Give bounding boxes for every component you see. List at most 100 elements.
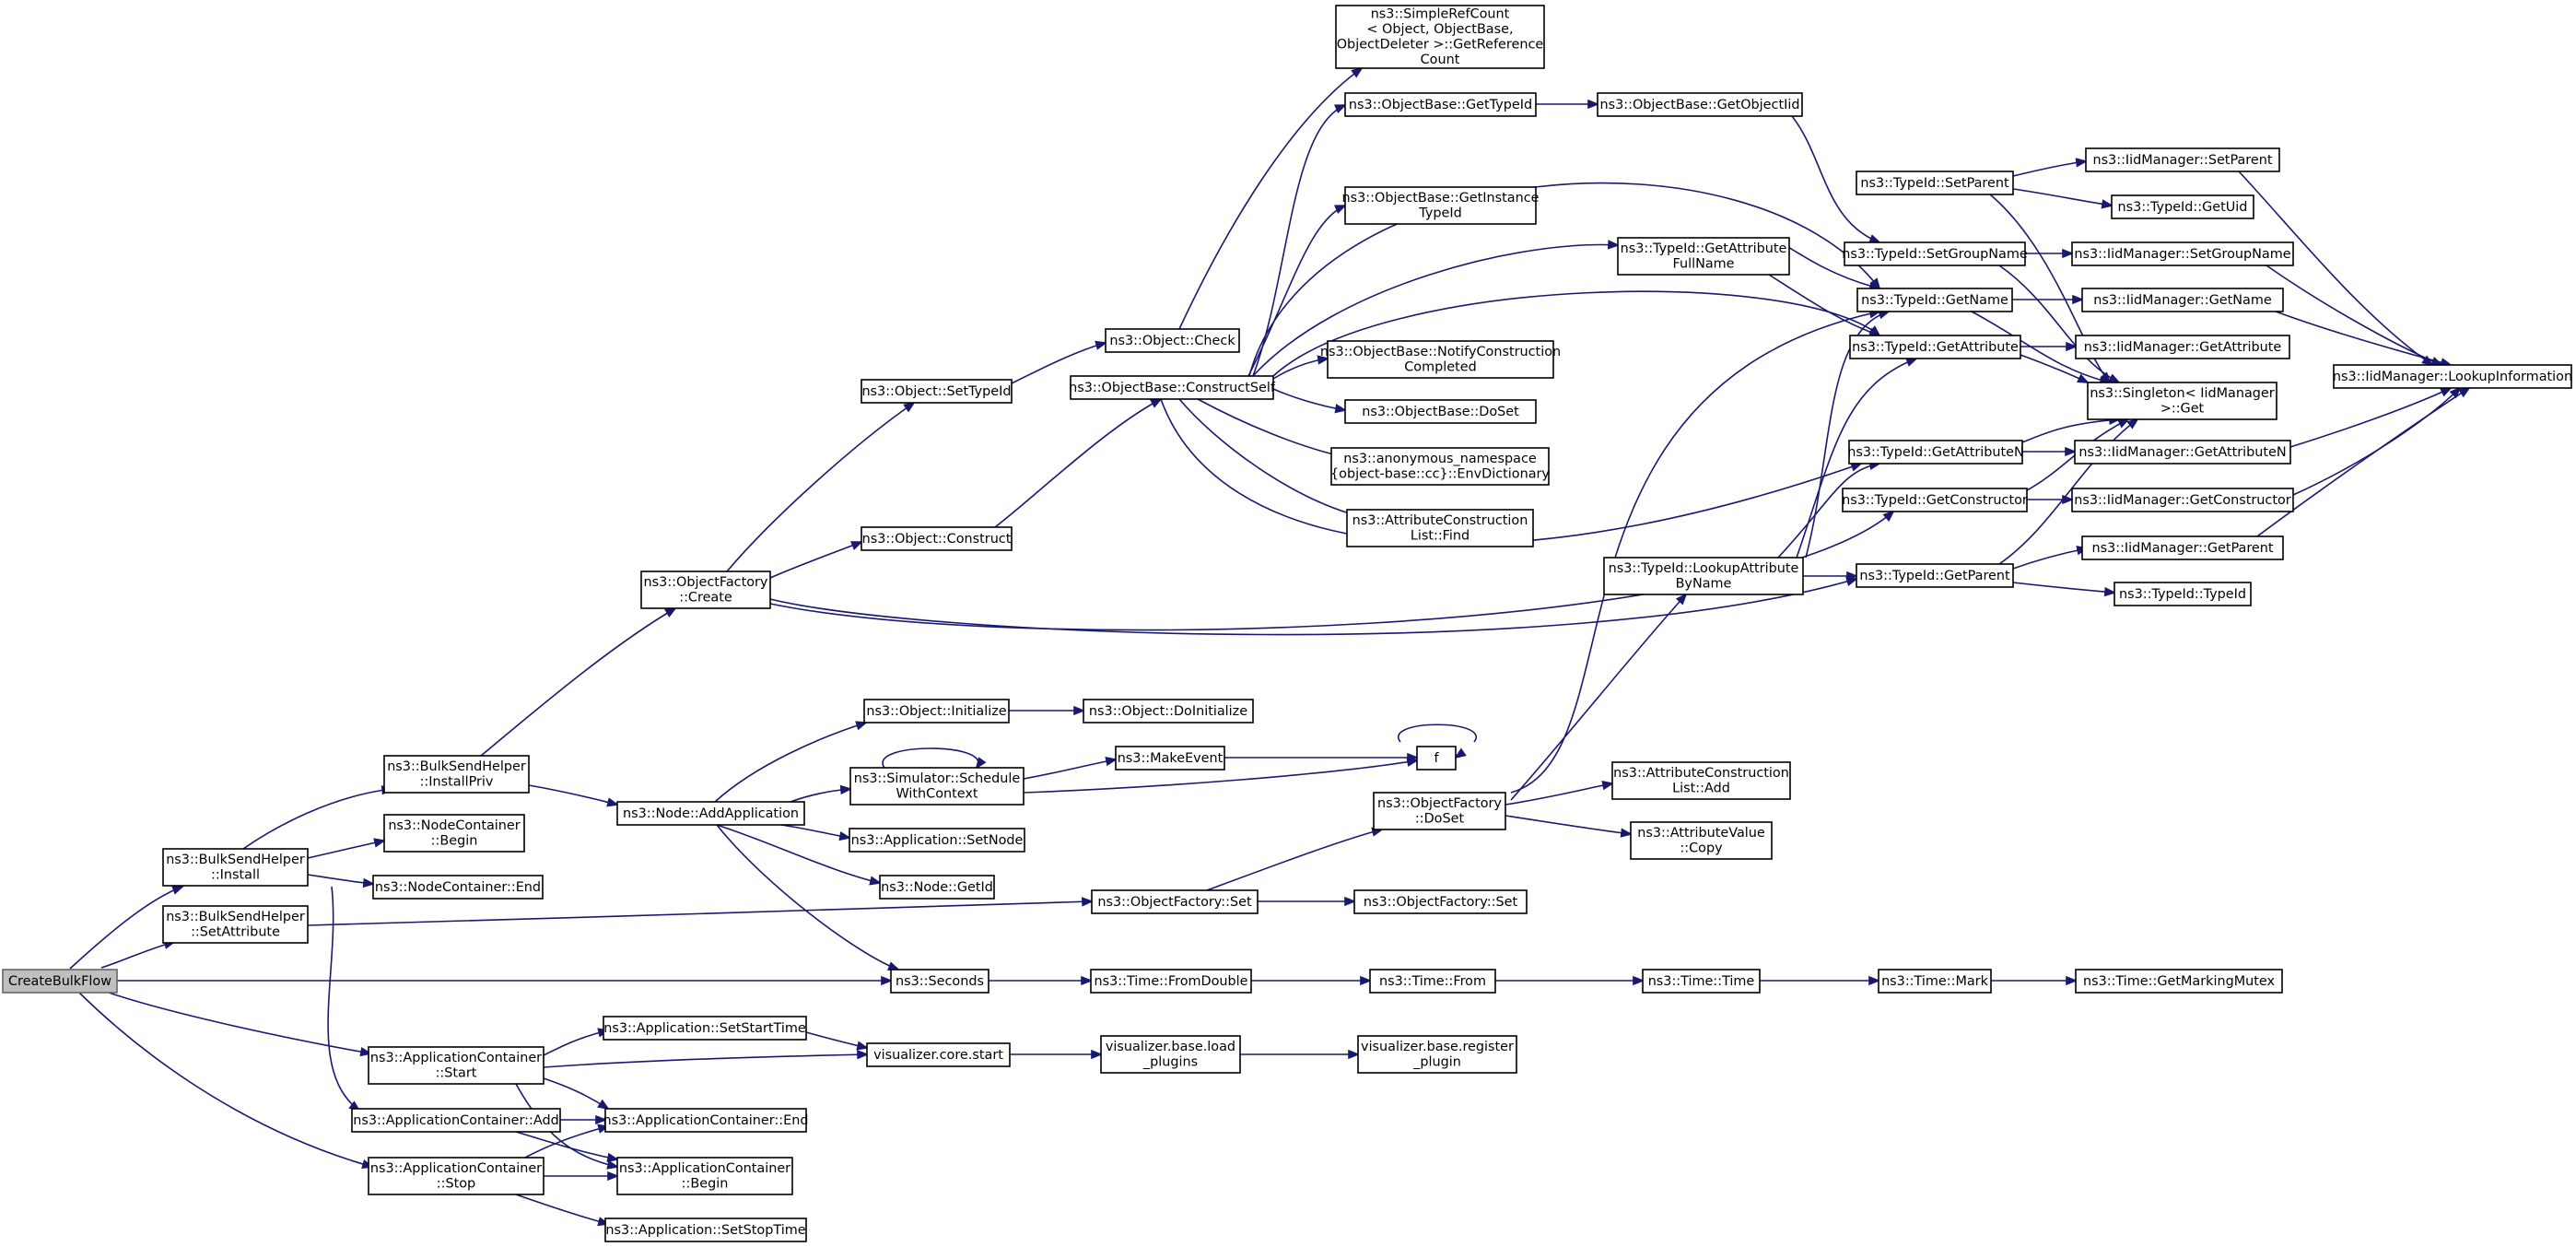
graph-node-n13[interactable]: ns3::Object::Construct: [861, 526, 1013, 551]
call-edge-n51-n29: [1510, 593, 1688, 801]
graph-node-n10[interactable]: ns3::ObjectFactory::Create: [640, 571, 771, 609]
graph-node-n35[interactable]: ns3::TypeId::GetConstructor: [1842, 488, 2028, 512]
graph-node-n20[interactable]: ns3::SimpleRefCount< Object, ObjectBase,…: [1335, 5, 1545, 69]
graph-node-n49[interactable]: ns3::MakeEvent: [1115, 746, 1225, 771]
graph-node-n16[interactable]: ns3::Application::SetNode: [849, 828, 1025, 853]
graph-node-n43[interactable]: ns3::IidManager::GetAttributeN: [2074, 440, 2291, 465]
graph-node-n38[interactable]: ns3::TypeId::GetUid: [2111, 194, 2254, 219]
call-edge-n18-n20: [1178, 66, 1364, 330]
call-edge-n37-n47: [2238, 171, 2434, 367]
call-edge-n5-n65: [560, 1114, 608, 1125]
graph-node-n61[interactable]: ns3::Application::SetStartTime: [603, 1016, 807, 1041]
node-label: ns3::IidManager::SetGroupName: [2074, 247, 2290, 262]
graph-node-n4[interactable]: ns3::ApplicationContainer::Start: [368, 1046, 544, 1085]
call-edge-n50-n50: [1397, 723, 1478, 759]
graph-node-n30[interactable]: ns3::TypeId::SetParent: [1856, 171, 2014, 195]
node-label: ns3::IidManager::GetParent: [2091, 541, 2273, 556]
node-label: TypeId: [1418, 206, 1461, 221]
graph-node-n34[interactable]: ns3::TypeId::GetAttributeN: [1847, 440, 2024, 465]
call-edge-n19-n25: [1197, 398, 1348, 460]
node-label: ns3::IidManager::GetName: [2093, 293, 2272, 308]
node-label: ns3::TypeId::LookupAttribute: [1609, 561, 1799, 576]
graph-node-n65[interactable]: ns3::ApplicationContainer::End: [603, 1108, 809, 1133]
node-label: ns3::Object::DoInitialize: [1089, 704, 1247, 719]
node-label: WithContext: [896, 787, 978, 802]
graph-node-n41[interactable]: ns3::IidManager::GetAttribute: [2075, 335, 2290, 359]
graph-node-n47[interactable]: ns3::IidManager::LookupInformation: [2333, 364, 2572, 389]
graph-node-n37[interactable]: ns3::IidManager::SetParent: [2085, 147, 2280, 172]
graph-node-n9[interactable]: ns3::NodeContainer::End: [372, 875, 544, 900]
call-edge-n6-n66: [543, 1171, 620, 1182]
graph-node-n50[interactable]: f: [1416, 746, 1457, 771]
node-label: ns3::ApplicationContainer::End: [603, 1113, 809, 1128]
graph-node-n14[interactable]: ns3::Object::Initialize: [863, 699, 1010, 723]
node-label: ::Stop: [437, 1177, 475, 1192]
graph-node-n54[interactable]: ns3::ObjectFactory::Set: [1091, 889, 1259, 914]
node-label: ::Install: [211, 868, 260, 883]
graph-node-n31[interactable]: ns3::TypeId::SetGroupName: [1842, 241, 2028, 266]
graph-node-n6[interactable]: ns3::ApplicationContainer::Stop: [368, 1157, 544, 1195]
graph-node-n27[interactable]: ns3::ObjectBase::GetObjectIid: [1597, 92, 1803, 117]
graph-node-n25[interactable]: ns3::anonymous_namespace{object-base::cc…: [1330, 447, 1550, 486]
graph-node-n7[interactable]: ns3::BulkSendHelper::InstallPriv: [383, 755, 530, 794]
graph-node-n0[interactable]: CreateBulkFlow: [2, 969, 118, 994]
graph-node-n2[interactable]: ns3::BulkSendHelper::SetAttribute: [162, 905, 309, 944]
graph-node-n60[interactable]: ns3::Time::GetMarkingMutex: [2075, 969, 2283, 994]
graph-node-n67[interactable]: ns3::Application::SetStopTime: [604, 1218, 807, 1242]
call-edge-n7-n11: [528, 784, 620, 807]
graph-node-n21[interactable]: ns3::ObjectBase::GetTypeId: [1344, 92, 1537, 117]
graph-node-n17[interactable]: ns3::Node::GetId: [879, 875, 995, 900]
node-label: ns3::Object::SetTypeId: [861, 384, 1011, 399]
graph-node-n51[interactable]: ns3::ObjectFactory::DoSet: [1373, 792, 1506, 830]
node-label: ::Copy: [1680, 841, 1723, 856]
graph-node-n12[interactable]: ns3::Object::SetTypeId: [861, 379, 1013, 404]
graph-node-n55[interactable]: ns3::ObjectFactory::Set: [1353, 889, 1528, 914]
call-edge-n30-n38: [2012, 188, 2114, 209]
graph-node-n48[interactable]: ns3::Object::DoInitialize: [1083, 699, 1254, 723]
graph-node-n64[interactable]: visualizer.base.register_plugin: [1357, 1035, 1517, 1074]
graph-node-n42[interactable]: ns3::Singleton< IidManager >::Get: [2087, 382, 2277, 420]
graph-node-n57[interactable]: ns3::Time::From: [1369, 969, 1496, 994]
graph-node-n62[interactable]: visualizer.core.start: [866, 1042, 1011, 1067]
call-edge-n10-n12: [726, 401, 916, 572]
graph-node-n56[interactable]: ns3::Time::FromDouble: [1090, 969, 1252, 994]
node-label: ns3::Object::Initialize: [866, 704, 1006, 719]
call-edge-n58-n59: [1760, 975, 1881, 986]
call-edge-n36-n45: [2012, 546, 2090, 570]
node-label: {object-base::cc}::EnvDictionary: [1330, 467, 1550, 482]
node-label: ns3::ObjectBase::ConstructSelf: [1069, 381, 1276, 395]
graph-node-n45[interactable]: ns3::IidManager::GetParent: [2081, 535, 2284, 560]
graph-node-n32[interactable]: ns3::TypeId::GetName: [1856, 288, 2013, 312]
node-label: ::Create: [679, 591, 732, 606]
graph-node-n36[interactable]: ns3::TypeId::GetParent: [1856, 563, 2014, 588]
graph-node-n53[interactable]: ns3::AttributeValue::Copy: [1630, 821, 1773, 860]
graph-node-n18[interactable]: ns3::Object::Check: [1105, 328, 1240, 353]
graph-node-n1[interactable]: ns3::BulkSendHelper::Install: [162, 848, 309, 887]
node-label: ns3::ApplicationContainer: [370, 1161, 542, 1176]
node-label: ns3::IidManager::GetAttribute: [2084, 340, 2282, 355]
call-edge-n11-n17: [716, 824, 883, 886]
graph-node-n40[interactable]: ns3::IidManager::GetName: [2081, 288, 2284, 312]
call-edge-n5-n66: [515, 1131, 620, 1162]
graph-node-n23[interactable]: ns3::ObjectBase::NotifyConstructionCompl…: [1320, 340, 1561, 379]
graph-node-n39[interactable]: ns3::IidManager::SetGroupName: [2071, 241, 2294, 266]
graph-node-n11[interactable]: ns3::Node::AddApplication: [616, 801, 805, 826]
graph-node-n59[interactable]: ns3::Time::Mark: [1878, 969, 1992, 994]
graph-node-n3[interactable]: ns3::Seconds: [890, 969, 989, 994]
graph-node-n46[interactable]: ns3::TypeId::TypeId: [2113, 582, 2252, 606]
graph-node-n66[interactable]: ns3::ApplicationContainer::Begin: [616, 1157, 793, 1195]
graph-node-n44[interactable]: ns3::IidManager::GetConstructor: [2071, 488, 2294, 512]
graph-node-n24[interactable]: ns3::ObjectBase::DoSet: [1344, 399, 1537, 424]
graph-node-n63[interactable]: visualizer.base.load_plugins: [1100, 1035, 1241, 1074]
graph-node-n8[interactable]: ns3::NodeContainer::Begin: [383, 814, 525, 853]
graph-node-n19[interactable]: ns3::ObjectBase::ConstructSelf: [1069, 375, 1276, 400]
graph-node-n58[interactable]: ns3::Time::Time: [1642, 969, 1761, 994]
graph-node-n33[interactable]: ns3::TypeId::GetAttribute: [1849, 335, 2021, 359]
graph-node-n5[interactable]: ns3::ApplicationContainer::Add: [351, 1108, 561, 1133]
